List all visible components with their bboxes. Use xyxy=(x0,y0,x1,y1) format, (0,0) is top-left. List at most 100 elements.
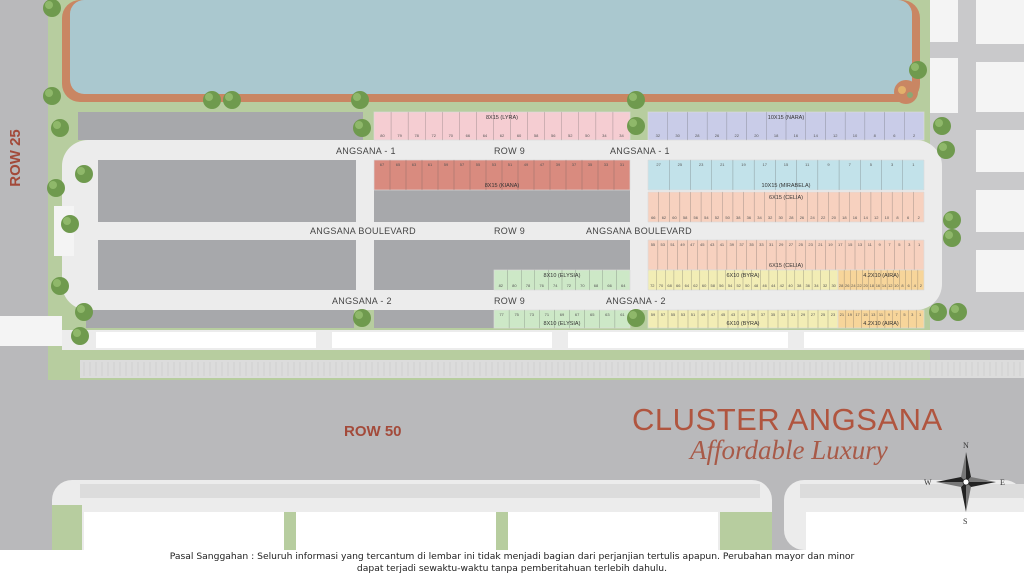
lot-cell[interactable] xyxy=(732,191,744,223)
lot-cell[interactable] xyxy=(764,191,776,223)
lot-cell[interactable] xyxy=(565,159,583,191)
lot-cell[interactable] xyxy=(599,309,616,329)
lot-cell[interactable] xyxy=(853,309,862,329)
lot-cell[interactable] xyxy=(493,309,510,329)
lot-cell[interactable] xyxy=(453,159,471,191)
lot-cell[interactable] xyxy=(373,111,392,141)
lot-cell[interactable] xyxy=(820,269,830,291)
lot-cell[interactable] xyxy=(881,191,893,223)
lot-cell[interactable] xyxy=(687,309,699,329)
lot-cell[interactable] xyxy=(485,159,503,191)
lot-cell[interactable] xyxy=(751,269,761,291)
lot-cell[interactable] xyxy=(602,269,617,291)
lot-cell[interactable] xyxy=(508,309,525,329)
lot-cell[interactable] xyxy=(775,159,797,191)
lot-cell[interactable] xyxy=(589,269,604,291)
lot-cell[interactable] xyxy=(727,309,739,329)
lot-cell[interactable] xyxy=(884,309,893,329)
lot-cell[interactable] xyxy=(861,309,870,329)
lot-cell[interactable] xyxy=(860,191,872,223)
lot-cell[interactable] xyxy=(886,269,894,291)
lot-cell[interactable] xyxy=(544,111,562,141)
lot-cell[interactable] xyxy=(874,269,882,291)
lot-cell[interactable] xyxy=(595,111,614,141)
lot-cell[interactable] xyxy=(690,159,712,191)
lot-cell[interactable] xyxy=(785,269,796,291)
lot-cell[interactable] xyxy=(658,191,670,223)
lot-cell[interactable] xyxy=(647,191,659,223)
lot-cell[interactable] xyxy=(767,309,779,329)
lot-cell[interactable] xyxy=(856,269,863,291)
lot-cell[interactable] xyxy=(785,111,806,141)
lot-cell[interactable] xyxy=(407,111,426,141)
lot-cell[interactable] xyxy=(442,111,460,141)
lot-cell[interactable] xyxy=(679,191,691,223)
lot-cell[interactable] xyxy=(881,159,903,191)
lot-cell[interactable] xyxy=(677,309,689,329)
lot-cell[interactable] xyxy=(850,269,857,291)
lot-cell[interactable] xyxy=(647,309,659,329)
lot-cell[interactable] xyxy=(581,159,599,191)
lot-cell[interactable] xyxy=(405,159,423,191)
lot-cell[interactable] xyxy=(656,269,666,291)
lot-cell[interactable] xyxy=(690,191,702,223)
lot-cell[interactable] xyxy=(722,191,734,223)
lot-cell[interactable] xyxy=(794,269,804,291)
lot-cell[interactable] xyxy=(561,269,576,291)
lot-cell[interactable] xyxy=(657,309,669,329)
lot-cell[interactable] xyxy=(868,269,876,291)
lot-cell[interactable] xyxy=(700,191,712,223)
lot-cell[interactable] xyxy=(667,309,679,329)
lot-cell[interactable] xyxy=(904,111,925,141)
lot-cell[interactable] xyxy=(597,159,615,191)
lot-cell[interactable] xyxy=(507,269,522,291)
lot-cell[interactable] xyxy=(838,159,861,191)
lot-cell[interactable] xyxy=(837,309,847,329)
lot-cell[interactable] xyxy=(707,309,719,329)
lot-cell[interactable] xyxy=(647,159,670,191)
lot-cell[interactable] xyxy=(900,309,909,329)
lot-cell[interactable] xyxy=(864,111,885,141)
lot-cell[interactable] xyxy=(884,111,905,141)
lot-cell[interactable] xyxy=(390,111,409,141)
lot-cell[interactable] xyxy=(869,309,878,329)
lot-cell[interactable] xyxy=(891,191,903,223)
lot-cell[interactable] xyxy=(539,309,555,329)
lot-cell[interactable] xyxy=(805,111,826,141)
lot-cell[interactable] xyxy=(817,159,840,191)
lot-cell[interactable] xyxy=(616,269,631,291)
lot-cell[interactable] xyxy=(548,269,563,291)
lot-cell[interactable] xyxy=(917,269,925,291)
lot-cell[interactable] xyxy=(575,269,590,291)
lot-cell[interactable] xyxy=(647,111,668,141)
lot-cell[interactable] xyxy=(527,111,545,141)
lot-cell[interactable] xyxy=(437,159,455,191)
lot-cell[interactable] xyxy=(817,191,829,223)
lot-cell[interactable] xyxy=(501,159,519,191)
lot-cell[interactable] xyxy=(777,309,789,329)
lot-cell[interactable] xyxy=(753,191,765,223)
lot-cell[interactable] xyxy=(796,191,808,223)
lot-cell[interactable] xyxy=(803,269,813,291)
lot-cell[interactable] xyxy=(717,309,729,329)
lot-cell[interactable] xyxy=(825,111,846,141)
lot-cell[interactable] xyxy=(699,269,709,291)
lot-cell[interactable] xyxy=(817,309,829,329)
lot-cell[interactable] xyxy=(510,111,528,141)
lot-cell[interactable] xyxy=(880,269,888,291)
lot-cell[interactable] xyxy=(876,309,886,329)
lot-cell[interactable] xyxy=(569,309,585,329)
lot-cell[interactable] xyxy=(911,269,919,291)
lot-cell[interactable] xyxy=(716,269,726,291)
lot-cell[interactable] xyxy=(743,191,755,223)
lot-cell[interactable] xyxy=(665,269,675,291)
lot-cell[interactable] xyxy=(706,111,728,141)
lot-cell[interactable] xyxy=(844,111,866,141)
lot-cell[interactable] xyxy=(549,159,567,191)
lot-cell[interactable] xyxy=(787,309,799,329)
lot-cell[interactable] xyxy=(732,159,755,191)
lot-cell[interactable] xyxy=(726,111,747,141)
lot-cell[interactable] xyxy=(893,269,900,291)
lot-cell[interactable] xyxy=(775,191,787,223)
lot-cell[interactable] xyxy=(838,191,850,223)
